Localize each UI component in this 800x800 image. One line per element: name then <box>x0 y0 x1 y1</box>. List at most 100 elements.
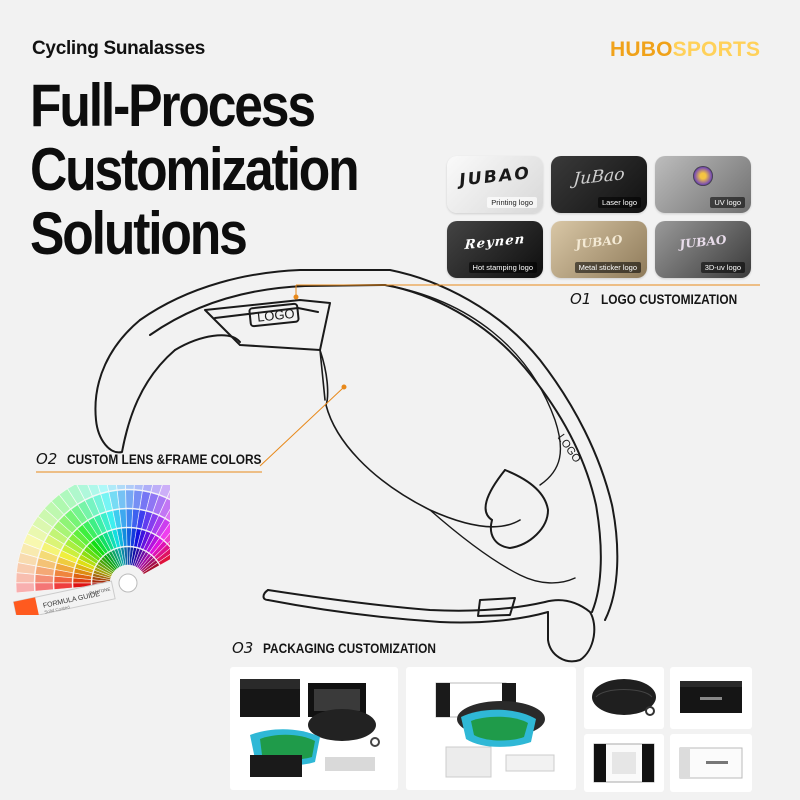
logo-option-printing[interactable]: JUBAO Printing logo <box>447 156 543 213</box>
color-swatch <box>38 549 59 563</box>
color-swatch <box>37 508 58 528</box>
packaging-set-1-image <box>240 679 380 777</box>
page-title-line-2: Solutions <box>30 200 248 267</box>
logo-option-hot-stamping[interactable]: Reynen Hot stamping logo <box>447 221 543 278</box>
packaging-photo-set-1 <box>230 667 398 790</box>
logo-option-caption: Hot stamping logo <box>468 262 537 273</box>
color-swatch <box>77 524 94 543</box>
color-swatch <box>16 562 36 575</box>
color-swatch <box>108 490 120 510</box>
logo-option-uv[interactable]: UV logo <box>655 156 751 213</box>
color-swatch <box>117 489 127 509</box>
color-swatch <box>92 493 107 514</box>
color-swatch <box>125 508 133 528</box>
color-swatch <box>51 494 71 515</box>
color-swatch <box>158 554 170 566</box>
packaging-white-box <box>670 734 752 792</box>
color-swatch <box>158 498 170 519</box>
color-swatch <box>155 518 170 538</box>
logo-option-caption: Laser logo <box>597 197 641 208</box>
color-swatch <box>142 485 153 493</box>
color-swatch <box>58 514 77 534</box>
brand-logo: HUBOSPORTS <box>610 38 760 62</box>
product-subtitle: Cycling Sunalasses <box>32 38 206 59</box>
section-title: CUSTOM LENS &FRAME COLORS <box>67 452 262 467</box>
color-swatch <box>166 490 170 500</box>
color-swatch <box>107 485 118 492</box>
color-swatch <box>77 500 94 521</box>
color-swatch <box>100 491 113 512</box>
section-logo-customization: O1 LOGO CUSTOMIZATION <box>570 290 756 308</box>
color-swatch <box>54 569 74 578</box>
color-swatch <box>53 582 73 590</box>
color-swatch <box>72 528 90 546</box>
color-swatch <box>112 509 122 529</box>
color-swatch <box>19 542 41 558</box>
color-swatch <box>23 533 44 550</box>
section-number: O2 <box>36 450 58 468</box>
color-swatch <box>106 510 117 530</box>
color-swatch <box>44 534 65 551</box>
packaging-window-box <box>584 734 664 792</box>
color-guide-brand: PANTONE <box>89 587 111 596</box>
color-swatch <box>61 544 81 559</box>
color-swatch <box>27 524 48 542</box>
page-title: Full-Process Customization Solutions <box>30 74 632 266</box>
color-swatch <box>151 515 165 535</box>
color-swatch <box>132 489 143 510</box>
uv-emblem-icon <box>693 166 713 186</box>
color-swatch <box>15 582 35 593</box>
color-swatch <box>156 548 170 563</box>
color-swatch <box>68 533 87 550</box>
hard-case-image <box>592 679 656 716</box>
color-swatch <box>141 511 153 531</box>
color-swatch <box>150 485 163 495</box>
color-swatch <box>53 576 73 584</box>
logo-option-caption: 3D-uv logo <box>700 262 745 273</box>
logo-option-metal-sticker[interactable]: JUBAO Metal sticker logo <box>551 221 647 278</box>
color-swatch <box>87 517 103 537</box>
section-number: O3 <box>232 639 254 657</box>
color-swatch <box>36 557 57 570</box>
color-swatch <box>76 485 93 500</box>
color-swatch <box>158 485 170 498</box>
white-box-image <box>679 747 743 779</box>
color-swatch <box>32 516 53 535</box>
window-box-image <box>593 743 655 783</box>
section-title: PACKAGING CUSTOMIZATION <box>263 641 437 656</box>
logo-option-caption: Printing logo <box>487 197 537 208</box>
color-swatch <box>34 582 54 592</box>
color-swatch <box>159 522 170 541</box>
color-swatch <box>146 512 159 533</box>
color-swatch <box>125 489 135 509</box>
color-swatch <box>35 565 55 577</box>
logo-option-caption: Metal sticker logo <box>574 262 641 273</box>
color-swatch <box>97 485 109 494</box>
color-swatch <box>136 509 147 529</box>
color-swatch <box>152 495 167 515</box>
packaging-hard-case <box>584 667 664 729</box>
color-swatch <box>154 544 170 560</box>
color-swatch <box>116 485 126 490</box>
color-swatch <box>131 508 140 528</box>
packaging-set-2-image <box>435 682 555 778</box>
color-swatch <box>134 485 144 491</box>
color-swatch <box>165 509 170 522</box>
color-swatch <box>58 550 78 564</box>
color-swatch <box>40 541 61 557</box>
page-title-line-1: Full-Process Customization <box>30 72 360 203</box>
color-swatch <box>99 512 112 532</box>
color-swatch <box>93 514 107 534</box>
color-swatch <box>82 520 98 540</box>
color-swatch <box>15 572 35 583</box>
logo-option-laser[interactable]: JuBao Laser logo <box>551 156 647 213</box>
logo-option-3d-uv[interactable]: JUBAO 3D-uv logo <box>655 221 751 278</box>
color-swatch <box>64 538 84 555</box>
sketch-logo-top: LOGO <box>256 306 295 325</box>
color-swatch <box>17 552 38 566</box>
color-swatch <box>44 501 64 521</box>
black-box-image <box>680 681 742 713</box>
section-title: LOGO CUSTOMIZATION <box>601 292 738 307</box>
color-swatch <box>84 496 100 517</box>
